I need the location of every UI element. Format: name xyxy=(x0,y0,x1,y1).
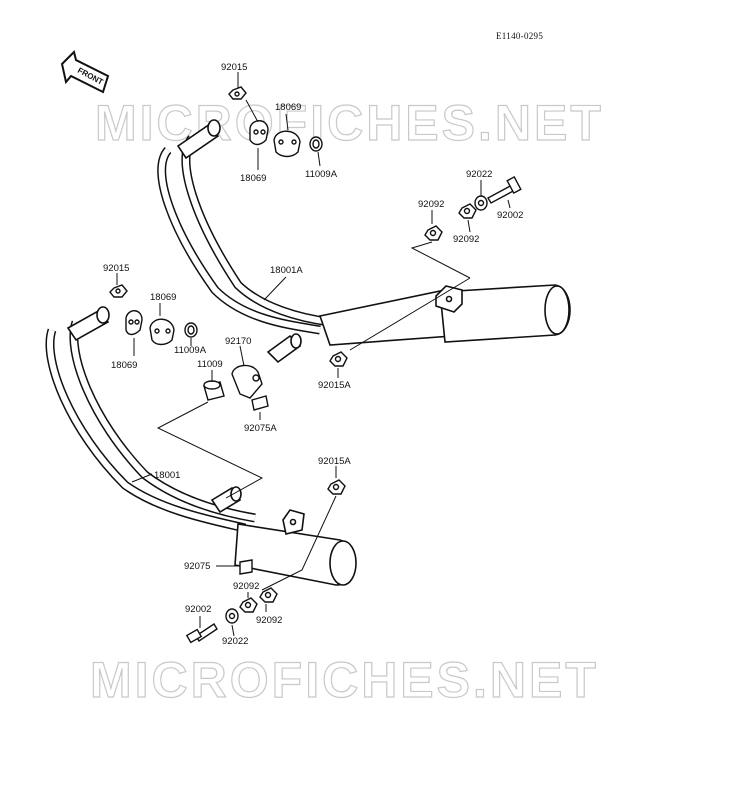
muffler-assembly-18001A xyxy=(157,119,571,364)
nut-92015-left xyxy=(109,284,128,298)
nut-92092-low-l xyxy=(239,597,258,613)
bolt-92002-top xyxy=(487,175,522,204)
label-92092-low-l: 92092 xyxy=(233,581,259,592)
leader-lines xyxy=(116,72,511,637)
watermark-top: MICROFICHES.NET xyxy=(94,94,604,151)
label-18069-ml: 18069 xyxy=(150,292,176,303)
label-92170: 92170 xyxy=(225,336,251,347)
clamp-92170 xyxy=(231,364,263,399)
clip-92075 xyxy=(239,559,253,575)
nut-92015-top xyxy=(228,86,247,100)
label-11009A-top: 11009A xyxy=(305,169,338,180)
nut-92092-top-l xyxy=(424,225,443,241)
label-11009A-mid: 11009A xyxy=(174,345,207,356)
label-11009: 11009 xyxy=(197,359,223,370)
nut-92092-top-r xyxy=(458,203,477,219)
label-92092-top-r: 92092 xyxy=(453,234,479,245)
washer-92022-low xyxy=(225,608,239,624)
gasket-11009 xyxy=(203,380,225,401)
label-92015-top: 92015 xyxy=(221,62,247,73)
washer-92022-top xyxy=(474,195,488,211)
gasket-11009A-mid xyxy=(184,322,198,338)
nut-92015A-low xyxy=(327,479,346,495)
clamp-18069-ll xyxy=(125,310,143,336)
label-18001: 18001 xyxy=(154,470,180,481)
label-92015A-low: 92015A xyxy=(318,456,351,467)
label-18001A: 18001A xyxy=(270,265,303,276)
label-92015-left: 92015 xyxy=(103,263,129,274)
watermark-bottom: MICROFICHES.NET xyxy=(89,651,599,708)
label-92092-low-r: 92092 xyxy=(256,615,282,626)
clip-92075A xyxy=(251,395,269,411)
label-92092-top-l: 92092 xyxy=(418,199,444,210)
label-18069-ll: 18069 xyxy=(111,360,137,371)
label-18069-tl: 18069 xyxy=(240,173,266,184)
label-92015A-mid: 92015A xyxy=(318,380,351,391)
label-92002-low: 92002 xyxy=(185,604,211,615)
nut-92015A-mid xyxy=(329,351,348,367)
label-92075A: 92075A xyxy=(244,423,277,434)
bolt-92002-low xyxy=(185,623,218,644)
label-92075: 92075 xyxy=(184,561,210,572)
clamp-18069-tl xyxy=(249,120,269,146)
label-92022-low: 92022 xyxy=(222,636,248,647)
clamp-18069-ml xyxy=(149,318,175,346)
nut-92092-low-r xyxy=(259,587,278,603)
front-arrow-icon: FRONT xyxy=(60,50,110,94)
clamp-18069-tr xyxy=(273,130,301,158)
label-18069-tr: 18069 xyxy=(275,102,301,113)
gasket-11009A-top xyxy=(309,136,323,152)
label-92002-top: 92002 xyxy=(497,210,523,221)
label-92022-top: 92022 xyxy=(466,169,492,180)
diagram-code: E1140-0295 xyxy=(496,31,544,41)
